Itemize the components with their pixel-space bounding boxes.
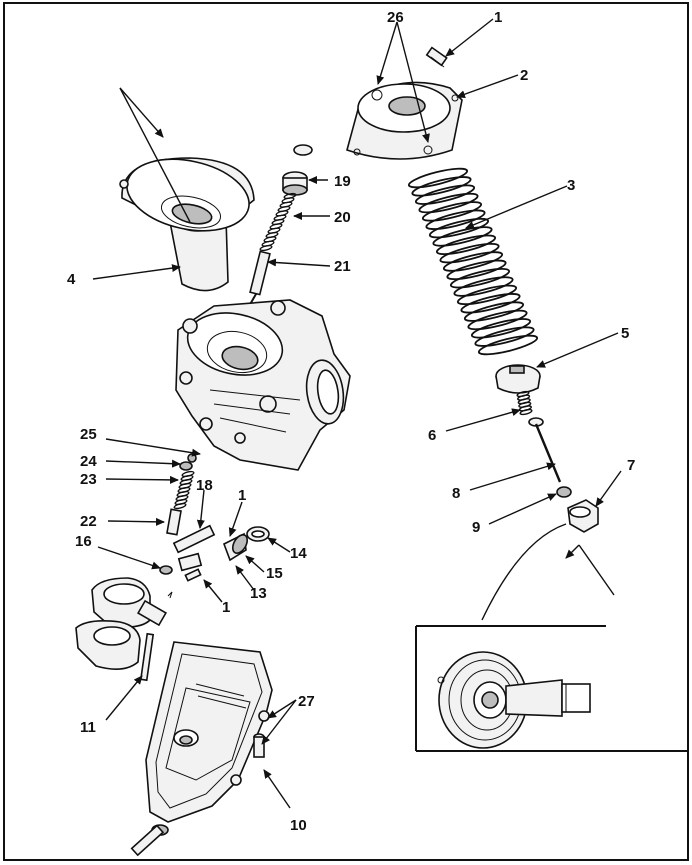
float-assembly <box>75 577 173 682</box>
callout-3: 3 <box>567 177 575 194</box>
callout-2: 2 <box>520 67 528 84</box>
float-bowl <box>145 641 273 823</box>
needle-washer <box>556 486 572 498</box>
callout-9: 9 <box>472 519 480 536</box>
inset-lead-line <box>481 523 567 621</box>
pushrod-21 <box>247 250 271 309</box>
callout-4: 4 <box>67 271 76 288</box>
funnel-arrow-line-a <box>119 87 191 223</box>
screw-top <box>425 46 448 68</box>
callout-19: 19 <box>334 173 351 190</box>
callout-14: 14 <box>290 545 307 562</box>
callout-11: 11 <box>80 719 96 736</box>
callout-22: 22 <box>80 513 97 530</box>
cap-nut <box>282 144 313 196</box>
callout-18: 18 <box>196 477 213 494</box>
needle-spring <box>516 390 533 416</box>
callout-8: 8 <box>452 485 460 502</box>
callout-16: 16 <box>75 533 92 550</box>
jet-stack <box>166 453 197 536</box>
callout-20: 20 <box>334 209 351 226</box>
funnel-arrow-b <box>119 87 164 138</box>
callout-26: 26 <box>387 9 404 26</box>
intake-funnel <box>119 157 255 292</box>
callout-25: 25 <box>80 426 97 443</box>
needle-jet-group <box>159 524 270 582</box>
jet-needle <box>528 417 562 483</box>
callout-10: 10 <box>290 817 307 834</box>
callout-1-mid: 1 <box>238 487 246 504</box>
callout-7: 7 <box>627 457 635 474</box>
diaphragm-piston-cap <box>495 364 541 394</box>
large-spring <box>407 167 539 356</box>
detail-inset <box>415 625 688 752</box>
drain-screw <box>130 824 169 857</box>
callout-labels: 1 26 2 3 19 20 21 4 5 6 7 8 9 25 24 23 1… <box>67 9 635 834</box>
callout-1-top: 1 <box>494 9 502 26</box>
top-cover <box>346 81 463 160</box>
callout-5: 5 <box>621 325 629 342</box>
callout-15: 15 <box>266 565 283 582</box>
callout-21: 21 <box>334 258 351 275</box>
bowl-screw <box>253 733 265 758</box>
diagram-border <box>3 2 689 861</box>
callout-6: 6 <box>428 427 436 444</box>
vacuum-piston-valve <box>567 499 599 533</box>
leader-lines <box>92 18 622 809</box>
callout-1-low: 1 <box>222 599 230 616</box>
callout-23: 23 <box>80 471 97 488</box>
small-spring-20 <box>259 192 297 252</box>
callout-27: 27 <box>298 693 315 710</box>
callout-24: 24 <box>80 453 97 470</box>
callout-13: 13 <box>250 585 267 602</box>
carburetor-body <box>175 299 351 471</box>
